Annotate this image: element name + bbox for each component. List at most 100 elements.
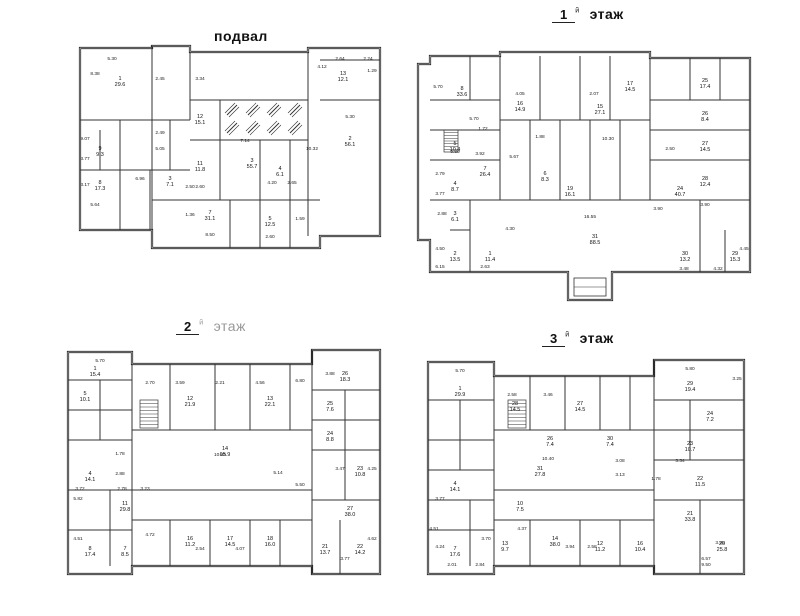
dimension-label: 4.05 <box>515 91 525 97</box>
room-area: 22.1 <box>265 402 276 408</box>
dimension-label: 4.45 <box>739 246 749 252</box>
dimension-label: 2.24 <box>363 56 373 62</box>
floor3-internal-walls <box>428 360 744 574</box>
room-area: 7.4 <box>546 442 554 448</box>
basement-internal-walls <box>80 46 380 248</box>
room-number: 28 <box>702 176 708 182</box>
dimension-label: 3.72 <box>75 486 85 492</box>
room-number: 25 <box>702 78 708 84</box>
room-number: 4 <box>453 181 456 187</box>
dimension-label: 9.50 <box>701 562 711 568</box>
dimension-label: 5.82 <box>73 496 83 502</box>
dimension-label: 6.96 <box>135 176 145 182</box>
room-area: 16.0 <box>265 542 276 548</box>
room-number: 29 <box>732 251 738 257</box>
dimension-label: 2.63 <box>480 264 490 270</box>
room-number: 26 <box>342 371 348 377</box>
room-number: 7 <box>208 210 211 216</box>
dimension-label: 3.34 <box>675 458 685 464</box>
room-number: 24 <box>677 186 683 192</box>
room-number: 10 <box>517 501 523 507</box>
room-number: 22 <box>357 544 363 550</box>
room-area: 55.7 <box>247 164 258 170</box>
room-area: 12.4 <box>700 182 711 188</box>
room-area: 7.2 <box>706 417 714 423</box>
dimension-label: 1.36 <box>185 212 195 218</box>
dimension-label: 2.78 <box>117 486 127 492</box>
room-area: 33.8 <box>685 517 696 523</box>
dimension-label: 4.37 <box>517 526 527 532</box>
room-number: 9 <box>98 146 101 152</box>
room-number: 7 <box>123 546 126 552</box>
dimension-label: 2.88 <box>437 211 447 217</box>
room-number: 30 <box>607 436 613 442</box>
floor2-suffix: й <box>199 319 204 327</box>
room-area: 27.1 <box>595 110 606 116</box>
room-area: 7.4 <box>606 442 614 448</box>
dimension-label: 3.08 <box>615 458 625 464</box>
room-number: 8 <box>460 86 463 92</box>
staircase-icon <box>443 129 459 153</box>
dimension-label: 2.50 <box>185 184 195 190</box>
dimension-label: 2.50 <box>665 146 675 152</box>
basement-wall-core <box>79 45 381 249</box>
room-area: 8.5 <box>121 552 129 558</box>
room-number: 24 <box>327 431 333 437</box>
basement-dimension-labels: 5.308.382.455.057.143.342.6010.325.308.5… <box>80 56 377 240</box>
room-number: 7 <box>453 546 456 552</box>
room-number: 22 <box>697 476 703 482</box>
room-area: 15.1 <box>195 120 206 126</box>
room-area: 10.4 <box>635 547 646 553</box>
floor3-number: 3 <box>542 331 566 347</box>
room-number: 29 <box>687 381 693 387</box>
dimension-label: 2.60 <box>265 234 275 240</box>
room-number: 30 <box>682 251 688 257</box>
dimension-label: 1.78 <box>115 451 125 457</box>
room-area: 13.5 <box>450 257 461 263</box>
floor2-number: 2 <box>176 319 200 335</box>
room-area: 13.7 <box>320 550 331 556</box>
room-area: 10.7 <box>685 447 696 453</box>
room-area: 12.5 <box>265 222 276 228</box>
room-number: 16 <box>637 541 643 547</box>
dimension-label: 10.32 <box>306 146 318 152</box>
room-number: 11 <box>122 501 128 507</box>
room-number: 5 <box>268 216 271 222</box>
dimension-label: 2.49 <box>155 130 165 136</box>
room-number: 27 <box>702 141 708 147</box>
dimension-label: 10.40 <box>542 456 554 462</box>
floor2-word: этаж <box>213 318 246 334</box>
dimension-label: 4.20 <box>267 180 277 186</box>
room-area: 9.3 <box>96 152 104 158</box>
room-number: 5 <box>83 391 86 397</box>
floor3-word: этаж <box>579 330 614 346</box>
dimension-label: 3.70 <box>481 536 491 542</box>
dimension-label: 3.23 <box>140 486 150 492</box>
room-number: 3 <box>250 158 253 164</box>
floor1-internal-walls <box>430 56 750 272</box>
room-area: 29.6 <box>115 82 126 88</box>
floor1-suffix: й <box>575 7 580 15</box>
room-area: 14.2 <box>355 550 366 556</box>
room-number: 12 <box>187 396 193 402</box>
dimension-label: 1.59 <box>295 216 305 222</box>
room-number: 4 <box>88 471 91 477</box>
dimension-label: 2.65 <box>287 180 297 186</box>
room-area: 14.5 <box>625 87 636 93</box>
room-number: 4 <box>453 481 456 487</box>
dimension-label: 3.88 <box>325 371 335 377</box>
floor1-number: 1 <box>552 7 576 23</box>
dimension-label: 3.77 <box>435 191 445 197</box>
room-number: 15 <box>597 104 603 110</box>
room-area: 6.1 <box>276 172 284 178</box>
room-area: 16.1 <box>565 192 576 198</box>
dimension-label: 3.92 <box>475 151 485 157</box>
room-area: 38.0 <box>345 512 356 518</box>
dimension-label: 10.30 <box>602 136 614 142</box>
dimension-label: 2.79 <box>435 171 445 177</box>
staircase-icon <box>139 399 159 429</box>
room-number: 23 <box>687 441 693 447</box>
dimension-label: 2.64 <box>335 56 345 62</box>
dimension-label: 5.70 <box>455 368 465 374</box>
room-area: 9.7 <box>501 547 509 553</box>
